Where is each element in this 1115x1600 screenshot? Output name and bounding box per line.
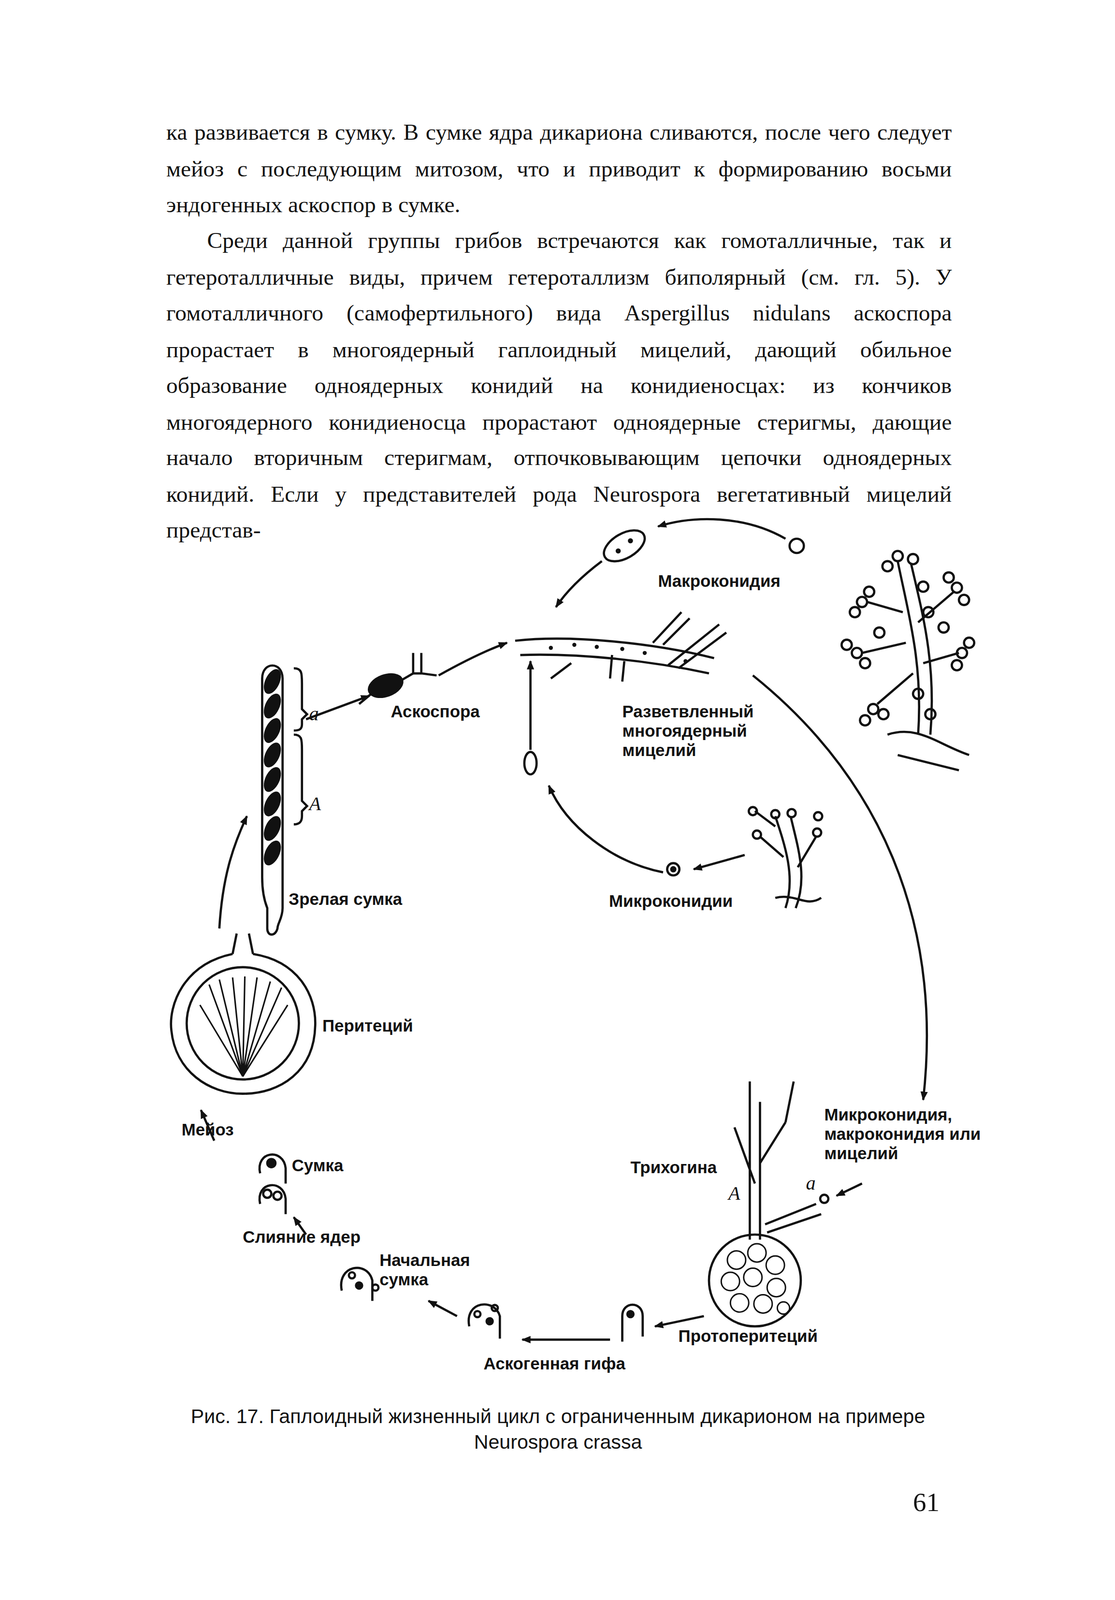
stage-label: Слияние ядер (242, 1227, 361, 1247)
stage-label: Начальная сумка (379, 1250, 471, 1290)
figure-caption: Рис. 17. Гаплоидный жизненный цикл с огр… (149, 1403, 967, 1455)
stage-label: Макроконидия (657, 571, 781, 591)
stage-label: Микроконидия, макроконидия или мицелий (824, 1104, 993, 1163)
page-number: 61 (912, 1487, 940, 1518)
bracket-letter: a (309, 703, 319, 724)
stage-label: Аскогенная гифа (483, 1353, 625, 1374)
stage-label: Трихогина (630, 1158, 717, 1178)
paragraph: ка развивается в сумку. В сумке ядра дик… (166, 114, 952, 223)
paragraph: Среди данной группы грибов встречаются к… (166, 222, 952, 549)
stage-label: Мейоз (181, 1120, 234, 1140)
stage-label: Сумка (291, 1155, 344, 1175)
stage-label: Микроконидии (608, 891, 733, 912)
mating-type-letter: a (805, 1172, 816, 1193)
stage-label: Перитеций (322, 1015, 414, 1036)
stage-label: Протоперитеций (678, 1326, 818, 1346)
stage-label: Зрелая сумка (288, 889, 403, 910)
stage-label: Разветвленный многоядерный мицелий (622, 701, 754, 760)
bracket-letter: A (309, 793, 322, 813)
mating-type-letter: A (728, 1183, 741, 1203)
stage-label: Аскоспора (390, 701, 480, 722)
